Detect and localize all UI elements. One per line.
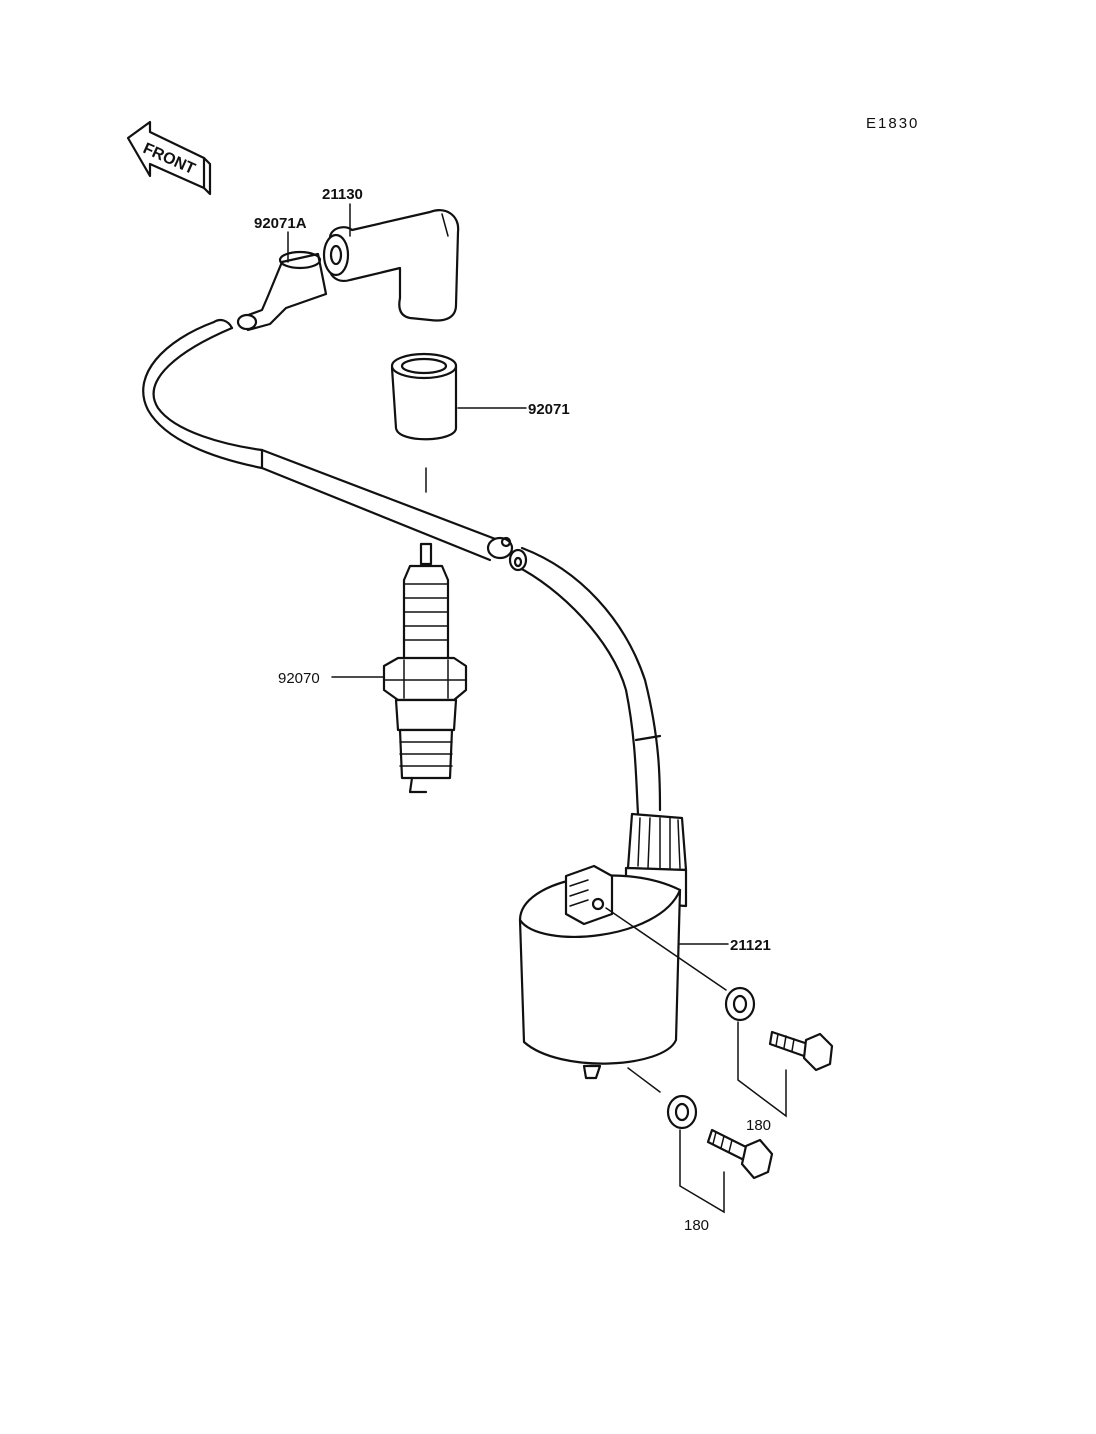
- label-92071a: 92071A: [254, 215, 307, 232]
- label-92070: 92070: [278, 670, 320, 687]
- label-180-lower: 180: [684, 1217, 709, 1234]
- label-92071: 92071: [528, 401, 570, 418]
- ignition-coil-21121: [518, 812, 688, 1080]
- high-tension-lead-upper: [142, 318, 514, 562]
- alignment-line-lower: [627, 1067, 661, 1093]
- alignment-line-upper: [605, 907, 727, 991]
- label-180-upper: 180: [746, 1117, 771, 1134]
- high-tension-lead-lower: [508, 546, 662, 816]
- bolt-lower: [706, 1128, 774, 1180]
- diagram-code: E1830: [866, 115, 919, 132]
- label-21121: 21121: [730, 937, 771, 954]
- boot-adapter-92071a: [236, 250, 328, 332]
- group-bracket-upper: [737, 1021, 787, 1118]
- group-bracket-lower: [679, 1129, 725, 1214]
- front-arrow-icon: FRONT: [126, 120, 212, 196]
- washer-lower: [666, 1094, 698, 1130]
- spark-plug-92070: [382, 542, 468, 794]
- cap-cover-92071: [390, 352, 458, 441]
- bolt-upper: [768, 1030, 834, 1072]
- plug-cap-21130: [322, 209, 460, 322]
- washer-upper: [724, 986, 756, 1022]
- label-21130: 21130: [322, 186, 363, 203]
